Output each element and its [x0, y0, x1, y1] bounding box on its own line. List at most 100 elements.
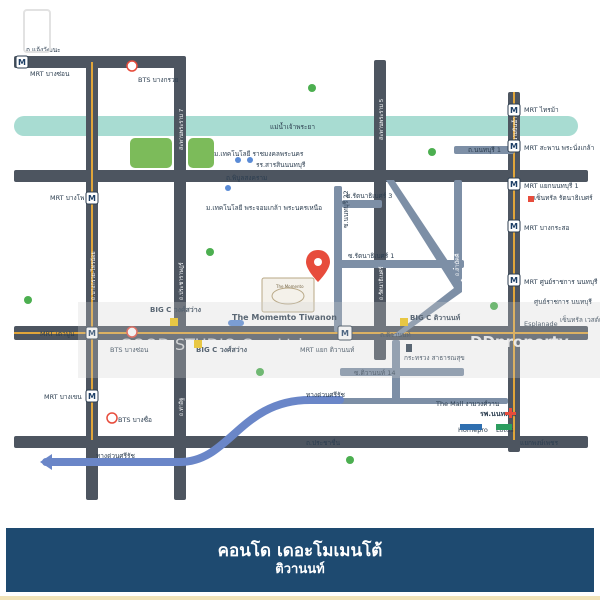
- mrt-marker-r1: [507, 103, 521, 117]
- label-mrt-phranangklao: MRT สะพาน พระนั่งเกล้า: [524, 143, 595, 152]
- homepro-icon: [460, 424, 482, 430]
- central-icon: [528, 196, 534, 202]
- road-right-vertical: [374, 60, 386, 360]
- m-letter-4: M: [18, 58, 26, 67]
- road-top-right-connector: [454, 146, 514, 154]
- m-letter-1: M: [88, 194, 96, 203]
- label-bangkruai: ถ.บางกรวย-ไทรน้อย: [90, 251, 97, 300]
- place-uni1: ม.เทคโนโลยี ราชมงคลพระนคร: [214, 150, 304, 158]
- place-central2: เซ็นทรัล เวสต์เกต: [560, 315, 600, 324]
- label-mrt-bangpho: MRT บางโพ: [50, 194, 84, 202]
- road-soi-14: [340, 368, 464, 376]
- label-prachachuen: ถ.ประชาชื่น: [306, 438, 341, 447]
- m-letter-10: M: [510, 276, 518, 285]
- major-roads: [14, 56, 588, 500]
- m-letter-6: M: [510, 106, 518, 115]
- project-sign-text: The Momento: [275, 284, 304, 289]
- title-banner: คอนโด เดอะโมเมนโต้ ติวานนท์: [6, 528, 594, 592]
- label-rama5: สะพานพระราม 5: [378, 98, 385, 140]
- m-letter-9: M: [510, 222, 518, 231]
- watermark-studio: GOOD STUDIO Co., Ltd.: [120, 335, 308, 354]
- place-uni3: ม.เทคโนโลยี พระจอมเกล้า พระนครเหนือ: [206, 204, 322, 212]
- road-middle-vertical: [174, 56, 186, 500]
- bts-marker-3: [106, 412, 118, 424]
- place-uni2: รร.สารสินนนทบุรี: [256, 161, 306, 169]
- label-nonthaburi1: ถ.นนทบุรี 1: [468, 146, 501, 154]
- bigc-icon-3: [194, 340, 202, 348]
- bigc-icon-1: [170, 318, 178, 326]
- mrt-marker-r4: [507, 219, 521, 233]
- label-soi-14: ซ.ติวานนท์ 14: [354, 369, 396, 377]
- tree-3: [206, 248, 214, 256]
- m-letter-7: M: [510, 142, 518, 151]
- title-line-2: ติวานนท์: [275, 562, 325, 577]
- ministry-icon: [406, 344, 412, 352]
- place-bigc1: BIG C วงศ์สว่าง: [150, 305, 202, 314]
- place-hospital: รพ.นนทเวช: [480, 410, 517, 418]
- project-name: The Momemto Tiwanon: [232, 313, 337, 322]
- mrt-marker-chaeng: [15, 55, 29, 69]
- mrt-marker-bangson: [85, 191, 99, 205]
- bts-marker-2: [126, 326, 138, 338]
- label-rama7: สะพานพระราม 7: [178, 108, 185, 150]
- tree-6: [490, 302, 498, 310]
- label-expressway: ทางด่วนศรีรัช: [306, 391, 346, 399]
- secondary-roads: [334, 146, 514, 404]
- location-pin-dot: [314, 258, 322, 266]
- place-esplanade: Esplanade: [524, 320, 558, 328]
- place-mall: The Mall งามวงศ์วาน: [435, 400, 500, 408]
- expressway-curve: [42, 396, 344, 466]
- mrt-marker-taopoon: [85, 326, 99, 340]
- faded-logo: [23, 9, 51, 53]
- label-mrt-chaeng: MRT บางซ่อน: [30, 70, 70, 78]
- station-letters: M M M M M M M M M M: [18, 58, 518, 401]
- m-letter-5: M: [341, 329, 349, 338]
- tree-7: [346, 456, 354, 464]
- label-soi-1: ซ.รัตนาธิเบศร์ 1: [348, 252, 394, 260]
- label-chaeng: ถ.แจ้งวัฒนะ: [26, 46, 61, 54]
- mrt-marker-r3: [507, 177, 521, 191]
- tree-4: [24, 296, 32, 304]
- trees: [24, 84, 498, 464]
- label-mrt-yaek: MRT แยก ติวานนท์: [300, 346, 354, 354]
- road-right-connector: [454, 180, 462, 280]
- road-expressway-right: [340, 398, 508, 404]
- label-mrt-sanambin: MRT ศูนย์ราชการ นนทบุรี: [524, 278, 598, 286]
- uni-icon-2: [247, 157, 253, 163]
- label-rattanathibet: ถ.รัตนาธิเบศร์: [378, 266, 385, 300]
- area-map: แม่น้ำเจ้าพระยา GOOD STUDIO Co., Ltd. DD…: [14, 9, 600, 500]
- park-2: [188, 138, 214, 168]
- mrt-marker-yaek: [337, 325, 353, 341]
- bigc-icon-2: [400, 318, 408, 326]
- project-sign-emblem: [271, 287, 305, 305]
- label-pracharat: ถ.ประชาราษฎร์: [178, 262, 185, 300]
- river-label: แม่น้ำเจ้าพระยา: [270, 122, 315, 131]
- label-ngamwongwan: แยกพงษ์เพชร: [520, 439, 559, 447]
- hospital-cross-h: [505, 412, 516, 415]
- tree-1: [308, 84, 316, 92]
- title-line-1: คอนโด เดอะโมเมนโต้: [217, 541, 383, 561]
- bts-marker-1: [126, 60, 138, 72]
- tree-2: [428, 148, 436, 156]
- label-mrt-nonthaburi1: MRT แยกนนทบุรี 1: [524, 182, 579, 190]
- project-sign: The Momento: [261, 277, 315, 313]
- label-sanambinnam: ถ.สนามบินน้ำ: [511, 117, 519, 150]
- road-soi-22: [334, 186, 342, 332]
- label-samakki: ถ.สามัคคี: [454, 253, 461, 276]
- label-soi-3: ซ.รัตนาธิเบศร์ 3: [346, 192, 392, 200]
- chao-phraya-river: [14, 116, 578, 136]
- road-soi-1: [334, 260, 464, 268]
- label-expressway-white: ทางด่วนศรีรัช: [320, 408, 353, 415]
- road-horizontal-lower: [14, 436, 588, 448]
- diagonal-road: [386, 180, 462, 336]
- place-nonthaburi: ศูนย์ราชการ นนทบุรี: [534, 298, 592, 306]
- expressway-arrow: [40, 454, 52, 470]
- label-pibul: ถ.พิบูลสงคราม: [226, 174, 267, 182]
- watermark-brand: DDproperty: [470, 333, 569, 351]
- lotus-icon: [496, 424, 512, 430]
- road-vertical-ministry: [392, 340, 400, 404]
- watermark-band: [78, 302, 600, 378]
- uni-icon-1: [235, 157, 241, 163]
- label-mrt-khaeo: MRT ไทรม้า: [524, 106, 559, 114]
- place-centralr: เซ็นทรัล รัตนาธิเบศร์: [534, 193, 593, 202]
